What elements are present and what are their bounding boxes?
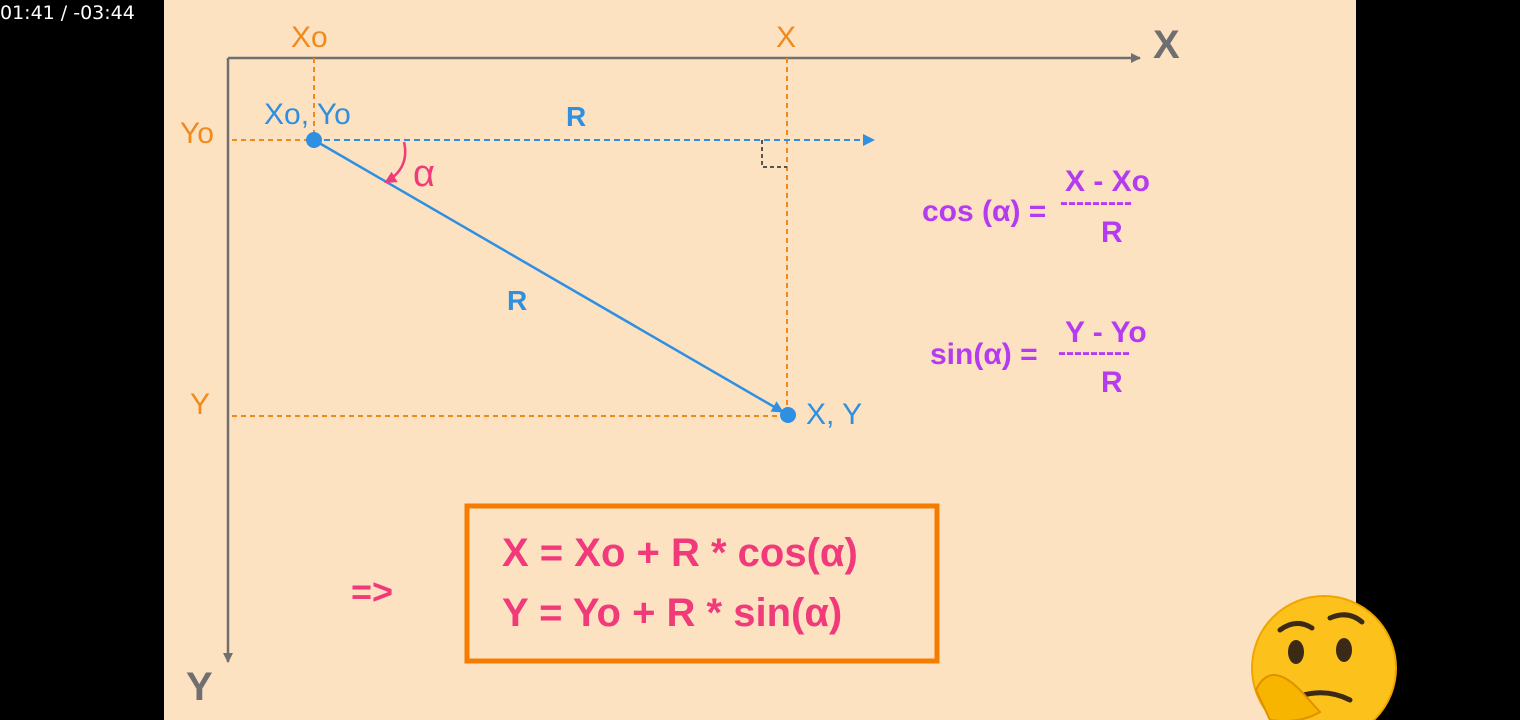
guide-yo-label: Yo <box>180 117 214 150</box>
guide-y-label: Y <box>190 388 210 421</box>
cos-lhs: cos (α) = <box>922 195 1046 228</box>
result-box <box>464 503 940 664</box>
alpha-label: α <box>413 153 435 195</box>
right-angle-mark <box>761 140 787 168</box>
result-arrow: => <box>351 571 393 612</box>
r-diagonal-label: R <box>507 285 527 316</box>
point-end-label: X, Y <box>806 398 862 431</box>
result-line-y: Y = Yo + R * sin(α) <box>502 591 842 635</box>
point-start-label: Xo, Yo <box>264 98 351 131</box>
result-line-x: X = Xo + R * cos(α) <box>502 531 858 575</box>
video-time: 01:41 / -03:44 <box>0 2 135 24</box>
slide-background <box>164 0 1356 720</box>
sin-fraction-bar: --------- <box>1058 339 1130 366</box>
thinking-face-icon <box>1251 595 1397 720</box>
x-axis-label: X <box>1153 23 1180 67</box>
guide-xo-label: Xo <box>291 21 328 54</box>
point-start <box>306 132 322 148</box>
sin-numerator: Y - Yo <box>1065 316 1147 349</box>
cos-numerator: X - Xo <box>1065 165 1150 198</box>
alpha-arc <box>384 141 407 184</box>
cos-fraction-bar: --------- <box>1060 189 1132 216</box>
r-diagonal-line <box>313 138 784 414</box>
point-end <box>780 407 796 423</box>
y-axis-label: Y <box>186 665 213 709</box>
sin-lhs: sin(α) = <box>930 338 1038 371</box>
r-horizontal-label: R <box>566 101 586 132</box>
guide-x-label: X <box>776 21 796 54</box>
sin-denominator: R <box>1101 366 1123 399</box>
cos-denominator: R <box>1101 216 1123 249</box>
